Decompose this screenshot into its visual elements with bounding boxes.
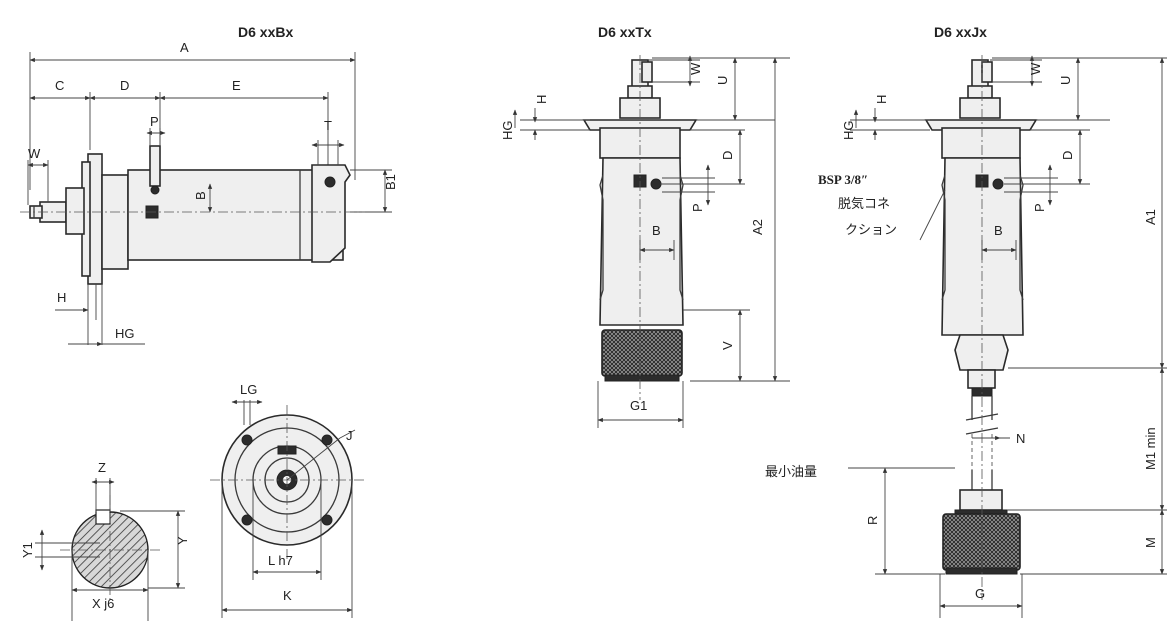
dim-P-j: P — [1032, 203, 1047, 212]
dim-Y1: Y1 — [20, 542, 35, 558]
dim-B-j: B — [994, 223, 1003, 238]
dim-HG-b: HG — [115, 326, 135, 341]
dim-D-t: D — [720, 151, 735, 160]
dim-P-b: P — [150, 114, 159, 129]
dim-D: D — [120, 78, 129, 93]
dim-N: N — [1016, 431, 1025, 446]
dim-B1: B1 — [383, 174, 398, 190]
dim-P-t: P — [690, 203, 705, 212]
dim-Z: Z — [98, 460, 106, 475]
dim-R: R — [865, 516, 880, 525]
dim-G: G — [975, 586, 985, 601]
dim-L: L h7 — [268, 553, 293, 568]
note-bsp: BSP 3/8″ — [818, 172, 868, 187]
view-b-side: A C D E W P — [20, 40, 398, 347]
title-j: D6 xxJx — [934, 24, 987, 40]
dim-B-t: B — [652, 223, 661, 238]
view-flange-front: J LG L h7 K — [210, 382, 365, 618]
dim-A: A — [180, 40, 189, 55]
dim-A1: A1 — [1143, 209, 1158, 225]
view-t: W U D P A2 V B H HG — [500, 55, 790, 428]
dim-Y: Y — [175, 536, 190, 545]
dim-U-t: U — [715, 76, 730, 85]
dim-HG-j: HG — [841, 121, 856, 141]
dim-M1: M1 min — [1143, 427, 1158, 470]
dim-E: E — [232, 78, 241, 93]
dim-A2: A2 — [750, 219, 765, 235]
dim-H-j: H — [874, 95, 889, 104]
dim-LG: LG — [240, 382, 257, 397]
dim-U-j: U — [1058, 76, 1073, 85]
title-b: D6 xxBx — [238, 24, 293, 40]
note-min-oil: 最小油量 — [765, 465, 817, 480]
dim-W-t: W — [688, 62, 703, 75]
dim-H-t: H — [534, 95, 549, 104]
dim-X: X j6 — [92, 596, 114, 611]
view-j: W U D P B A1 M1 min M N — [841, 55, 1167, 618]
dim-G1: G1 — [630, 398, 647, 413]
note-vent-line1: 脱気コネ — [838, 196, 890, 212]
dim-W-j: W — [1028, 62, 1043, 75]
dim-D-j: D — [1060, 151, 1075, 160]
dim-T: T — [324, 118, 332, 133]
note-vent-line2: クション — [845, 223, 897, 238]
title-t: D6 xxTx — [598, 24, 652, 40]
dim-C: C — [55, 78, 64, 93]
dim-V: V — [720, 341, 735, 350]
dim-B-b: B — [193, 191, 208, 200]
dim-W-b: W — [28, 146, 41, 161]
dim-J: J — [346, 428, 353, 443]
dim-K: K — [283, 588, 292, 603]
dim-HG-t: HG — [500, 121, 515, 141]
view-shaft-section: Z Y Y1 X j6 — [20, 460, 190, 621]
dim-H-b: H — [57, 290, 66, 305]
dim-M: M — [1143, 537, 1158, 548]
